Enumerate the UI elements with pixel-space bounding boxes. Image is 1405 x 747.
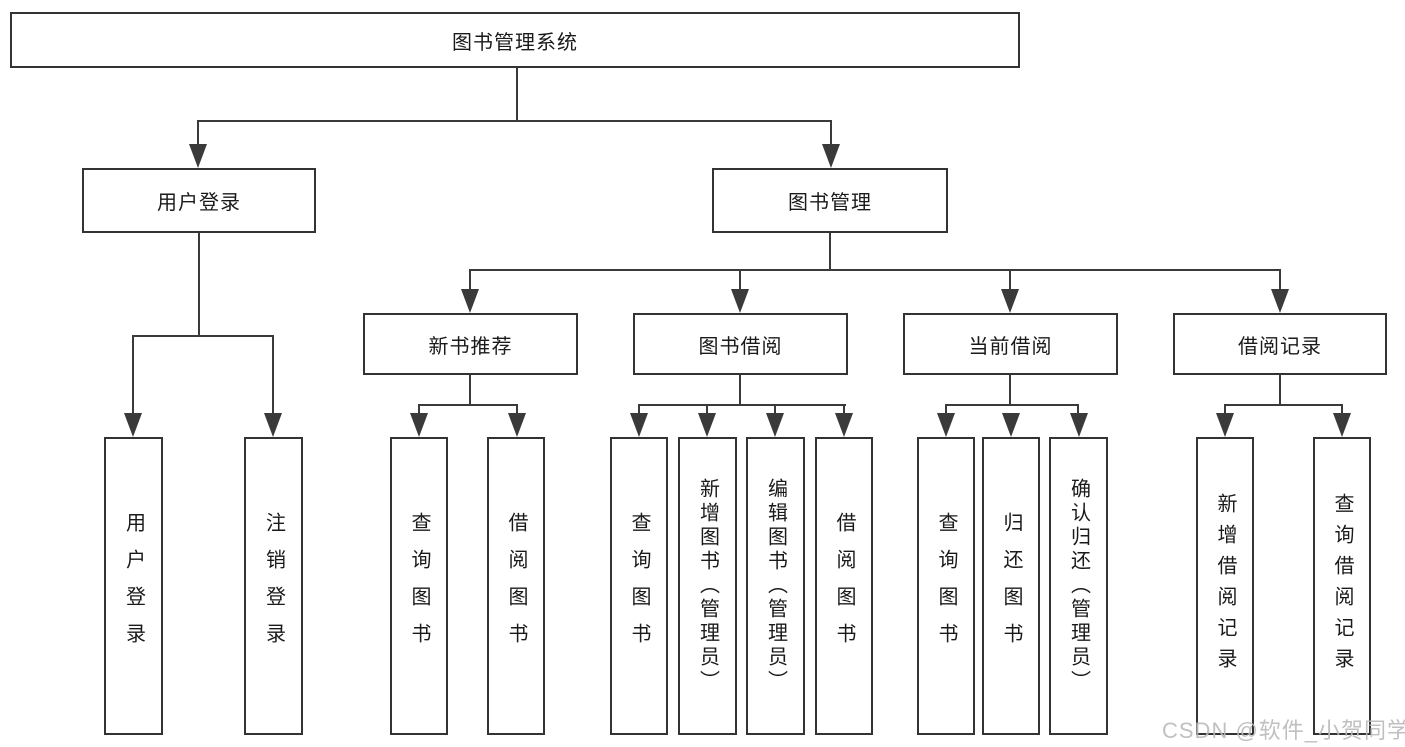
arrow-down-icon	[1333, 413, 1351, 437]
leaf-label: 确认归还（管理员）	[1067, 478, 1090, 694]
connector-line	[197, 120, 199, 148]
leaf-query-books: 查询图书	[917, 437, 975, 735]
node-book-management: 图书管理	[712, 168, 948, 233]
connector-line	[638, 404, 846, 406]
connector-line	[1341, 404, 1343, 416]
node-label: 当前借阅	[968, 335, 1053, 358]
arrow-down-icon	[264, 413, 282, 437]
connector-line	[516, 68, 518, 122]
leaf-label: 新增借阅记录	[1214, 493, 1236, 679]
leaf-label: 查询借阅记录	[1331, 493, 1353, 679]
arrow-down-icon	[937, 413, 955, 437]
connector-line	[638, 404, 640, 416]
node-new-book-recommendation: 新书推荐	[363, 313, 578, 375]
leaf-label: 注销登录	[262, 512, 285, 660]
node-label: 图书借阅	[698, 335, 783, 358]
arrow-down-icon	[508, 413, 526, 437]
arrow-down-icon	[461, 289, 479, 313]
connector-line	[739, 269, 741, 291]
leaf-add-borrow-record: 新增借阅记录	[1196, 437, 1254, 735]
connector-line	[945, 404, 1079, 406]
arrow-down-icon	[822, 144, 840, 168]
leaf-add-books-admin: 新增图书（管理员）	[678, 437, 737, 735]
arrow-down-icon	[124, 413, 142, 437]
arrow-down-icon	[1216, 413, 1234, 437]
node-library-management-system: 图书管理系统	[10, 12, 1020, 68]
leaf-edit-books-admin: 编辑图书（管理员）	[746, 437, 805, 735]
arrow-down-icon	[1001, 289, 1019, 313]
connector-line	[830, 120, 832, 148]
leaf-label: 借阅图书	[505, 512, 527, 660]
leaf-confirm-return-admin: 确认归还（管理员）	[1049, 437, 1108, 735]
csdn-watermark: CSDN @软件_小贺同学	[1162, 718, 1405, 743]
connector-line	[1009, 375, 1011, 406]
leaf-label: 归还图书	[1000, 512, 1022, 660]
connector-line	[739, 375, 741, 406]
connector-line	[774, 404, 776, 416]
node-user-login: 用户登录	[82, 168, 316, 233]
connector-line	[829, 233, 831, 271]
connector-line	[418, 404, 518, 406]
connector-line	[1009, 269, 1011, 291]
node-current-borrowing: 当前借阅	[903, 313, 1118, 375]
leaf-query-books: 查询图书	[610, 437, 668, 735]
arrow-down-icon	[1070, 413, 1088, 437]
leaf-label: 查询图书	[628, 512, 650, 660]
connector-line	[1224, 404, 1226, 416]
arrow-down-icon	[189, 144, 207, 168]
leaf-return-books: 归还图书	[982, 437, 1040, 735]
arrow-down-icon	[766, 413, 784, 437]
leaf-label: 用户登录	[122, 512, 145, 660]
connector-line	[469, 375, 471, 406]
leaf-label: 查询图书	[935, 512, 957, 660]
connector-line	[132, 335, 274, 337]
connector-line	[1279, 375, 1281, 406]
arrow-down-icon	[698, 413, 716, 437]
node-label: 新书推荐	[428, 335, 513, 358]
leaf-borrow-books: 借阅图书	[487, 437, 545, 735]
node-label: 图书管理	[788, 192, 872, 214]
connector-line	[197, 120, 832, 122]
connector-line	[516, 404, 518, 416]
connector-line	[418, 404, 420, 416]
leaf-label: 查询图书	[408, 512, 430, 660]
leaf-query-borrow-record: 查询借阅记录	[1313, 437, 1371, 735]
arrow-down-icon	[1271, 289, 1289, 313]
connector-line	[945, 404, 947, 416]
leaf-label: 借阅图书	[833, 512, 855, 660]
leaf-label: 编辑图书（管理员）	[764, 478, 787, 694]
arrow-down-icon	[630, 413, 648, 437]
arrow-down-icon	[731, 289, 749, 313]
arrow-down-icon	[1002, 413, 1020, 437]
leaf-query-books: 查询图书	[390, 437, 448, 735]
connector-line	[1077, 404, 1079, 416]
node-label: 图书管理系统	[452, 31, 578, 54]
connector-line	[843, 404, 845, 416]
connector-line	[469, 269, 1281, 271]
leaf-label: 新增图书（管理员）	[696, 478, 719, 694]
connector-line	[132, 335, 134, 415]
node-book-borrowing: 图书借阅	[633, 313, 848, 375]
connector-line	[1279, 269, 1281, 291]
arrow-down-icon	[410, 413, 428, 437]
connector-line	[706, 404, 708, 416]
node-label: 借阅记录	[1238, 335, 1322, 358]
node-borrowing-records: 借阅记录	[1173, 313, 1387, 375]
leaf-user-login: 用户登录	[104, 437, 163, 735]
connector-line	[469, 269, 471, 291]
connector-line	[272, 335, 274, 415]
node-label: 用户登录	[157, 192, 241, 214]
connector-line	[198, 233, 200, 337]
leaf-logout: 注销登录	[244, 437, 303, 735]
connector-line	[1224, 404, 1343, 406]
leaf-borrow-books: 借阅图书	[815, 437, 873, 735]
arrow-down-icon	[835, 413, 853, 437]
